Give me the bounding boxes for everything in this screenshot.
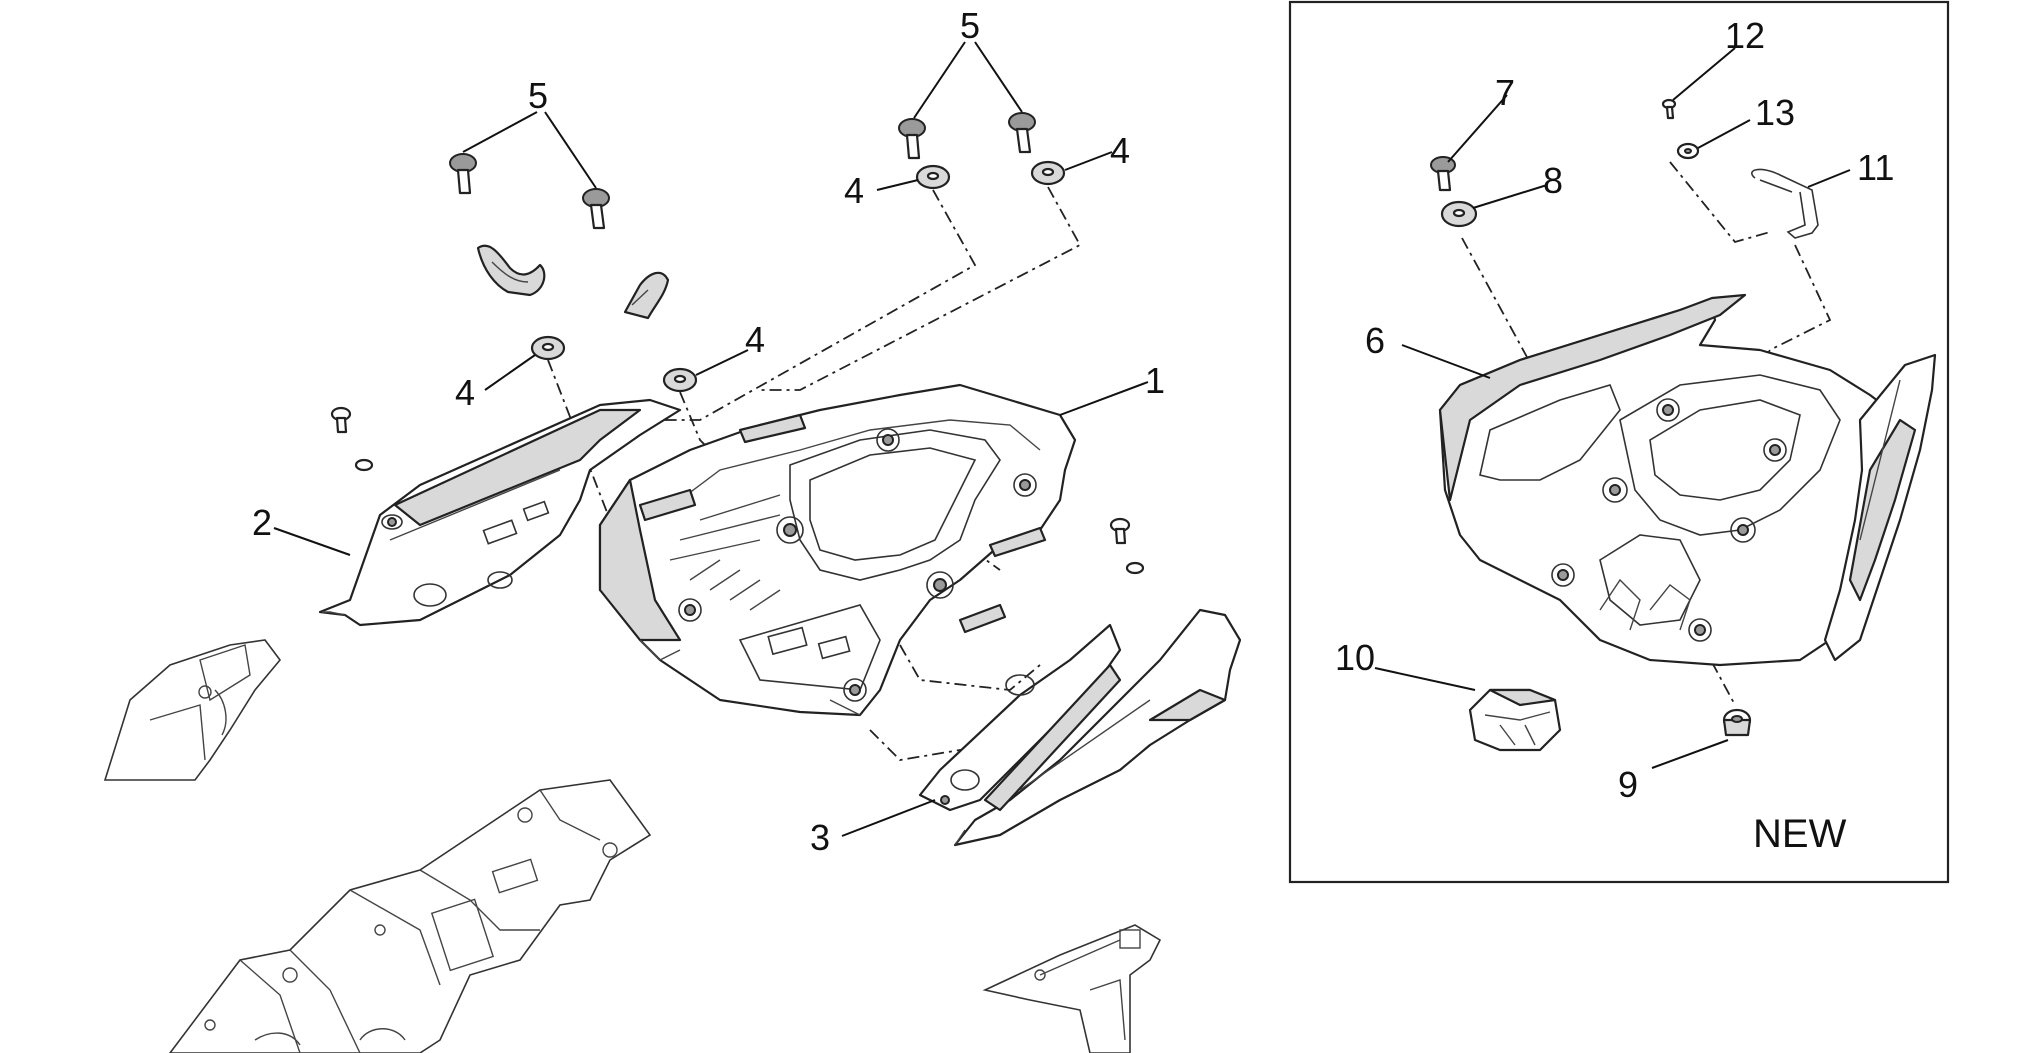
washer-4-mid-right: [662, 367, 698, 393]
part-10-rubber-block: [1468, 688, 1562, 752]
bolt-7: [1430, 156, 1456, 192]
callout-7: 7: [1495, 72, 1515, 113]
callout-10: 10: [1335, 637, 1375, 678]
bolt-5-left-a: [449, 153, 477, 195]
bolt-5-right-b: [1008, 112, 1036, 154]
callout-11: 11: [1857, 147, 1894, 188]
part-9-nut: [1722, 708, 1752, 737]
part-3-right-side-cover: [918, 608, 1242, 847]
tail-ghost-right: [982, 924, 1162, 1053]
part-2-left-side-cover: [318, 398, 682, 627]
bolt-5-left-b: [582, 188, 610, 230]
part-6-tail-cover: [1438, 293, 1937, 667]
leader-lines-inset: [1374, 47, 1851, 769]
screw-left-small: [330, 406, 374, 472]
callout-5-left: 5: [528, 75, 548, 116]
inset-label-new: NEW: [1753, 812, 1847, 856]
callout-13: 13: [1755, 92, 1795, 133]
washer-4-top-right: [1030, 160, 1066, 186]
callout-4-mid-left: 4: [455, 372, 475, 413]
callout-3: 3: [810, 817, 830, 858]
clip-left: [476, 244, 546, 297]
screw-right-small: [1109, 517, 1145, 575]
callout-8: 8: [1543, 160, 1563, 201]
washer-13: [1676, 142, 1700, 160]
washer-4-mid-left: [530, 335, 566, 361]
callout-2: 2: [252, 502, 272, 543]
callout-6: 6: [1365, 320, 1385, 361]
callout-4-top-left: 4: [844, 170, 864, 211]
callout-4-mid-right: 4: [745, 319, 765, 360]
screw-12: [1661, 98, 1677, 120]
bolt-5-right-a: [898, 118, 926, 160]
clip-11: [1751, 168, 1819, 239]
leader-lines-main: [273, 41, 1149, 837]
callout-5-right: 5: [960, 5, 980, 46]
callout-9: 9: [1618, 764, 1638, 805]
rear-frame-ghost: [103, 639, 282, 781]
part-1-tail-undertray: [598, 383, 1077, 717]
washer-8: [1440, 200, 1478, 228]
callout-12: 12: [1725, 15, 1765, 56]
callout-1: 1: [1145, 360, 1165, 401]
clip-right: [623, 271, 670, 320]
callout-4-top-right: 4: [1110, 130, 1130, 171]
rear-subframe-ghost: [168, 779, 652, 1053]
washer-4-top-left: [915, 164, 951, 190]
inset-frame-new: [1288, 0, 1950, 884]
